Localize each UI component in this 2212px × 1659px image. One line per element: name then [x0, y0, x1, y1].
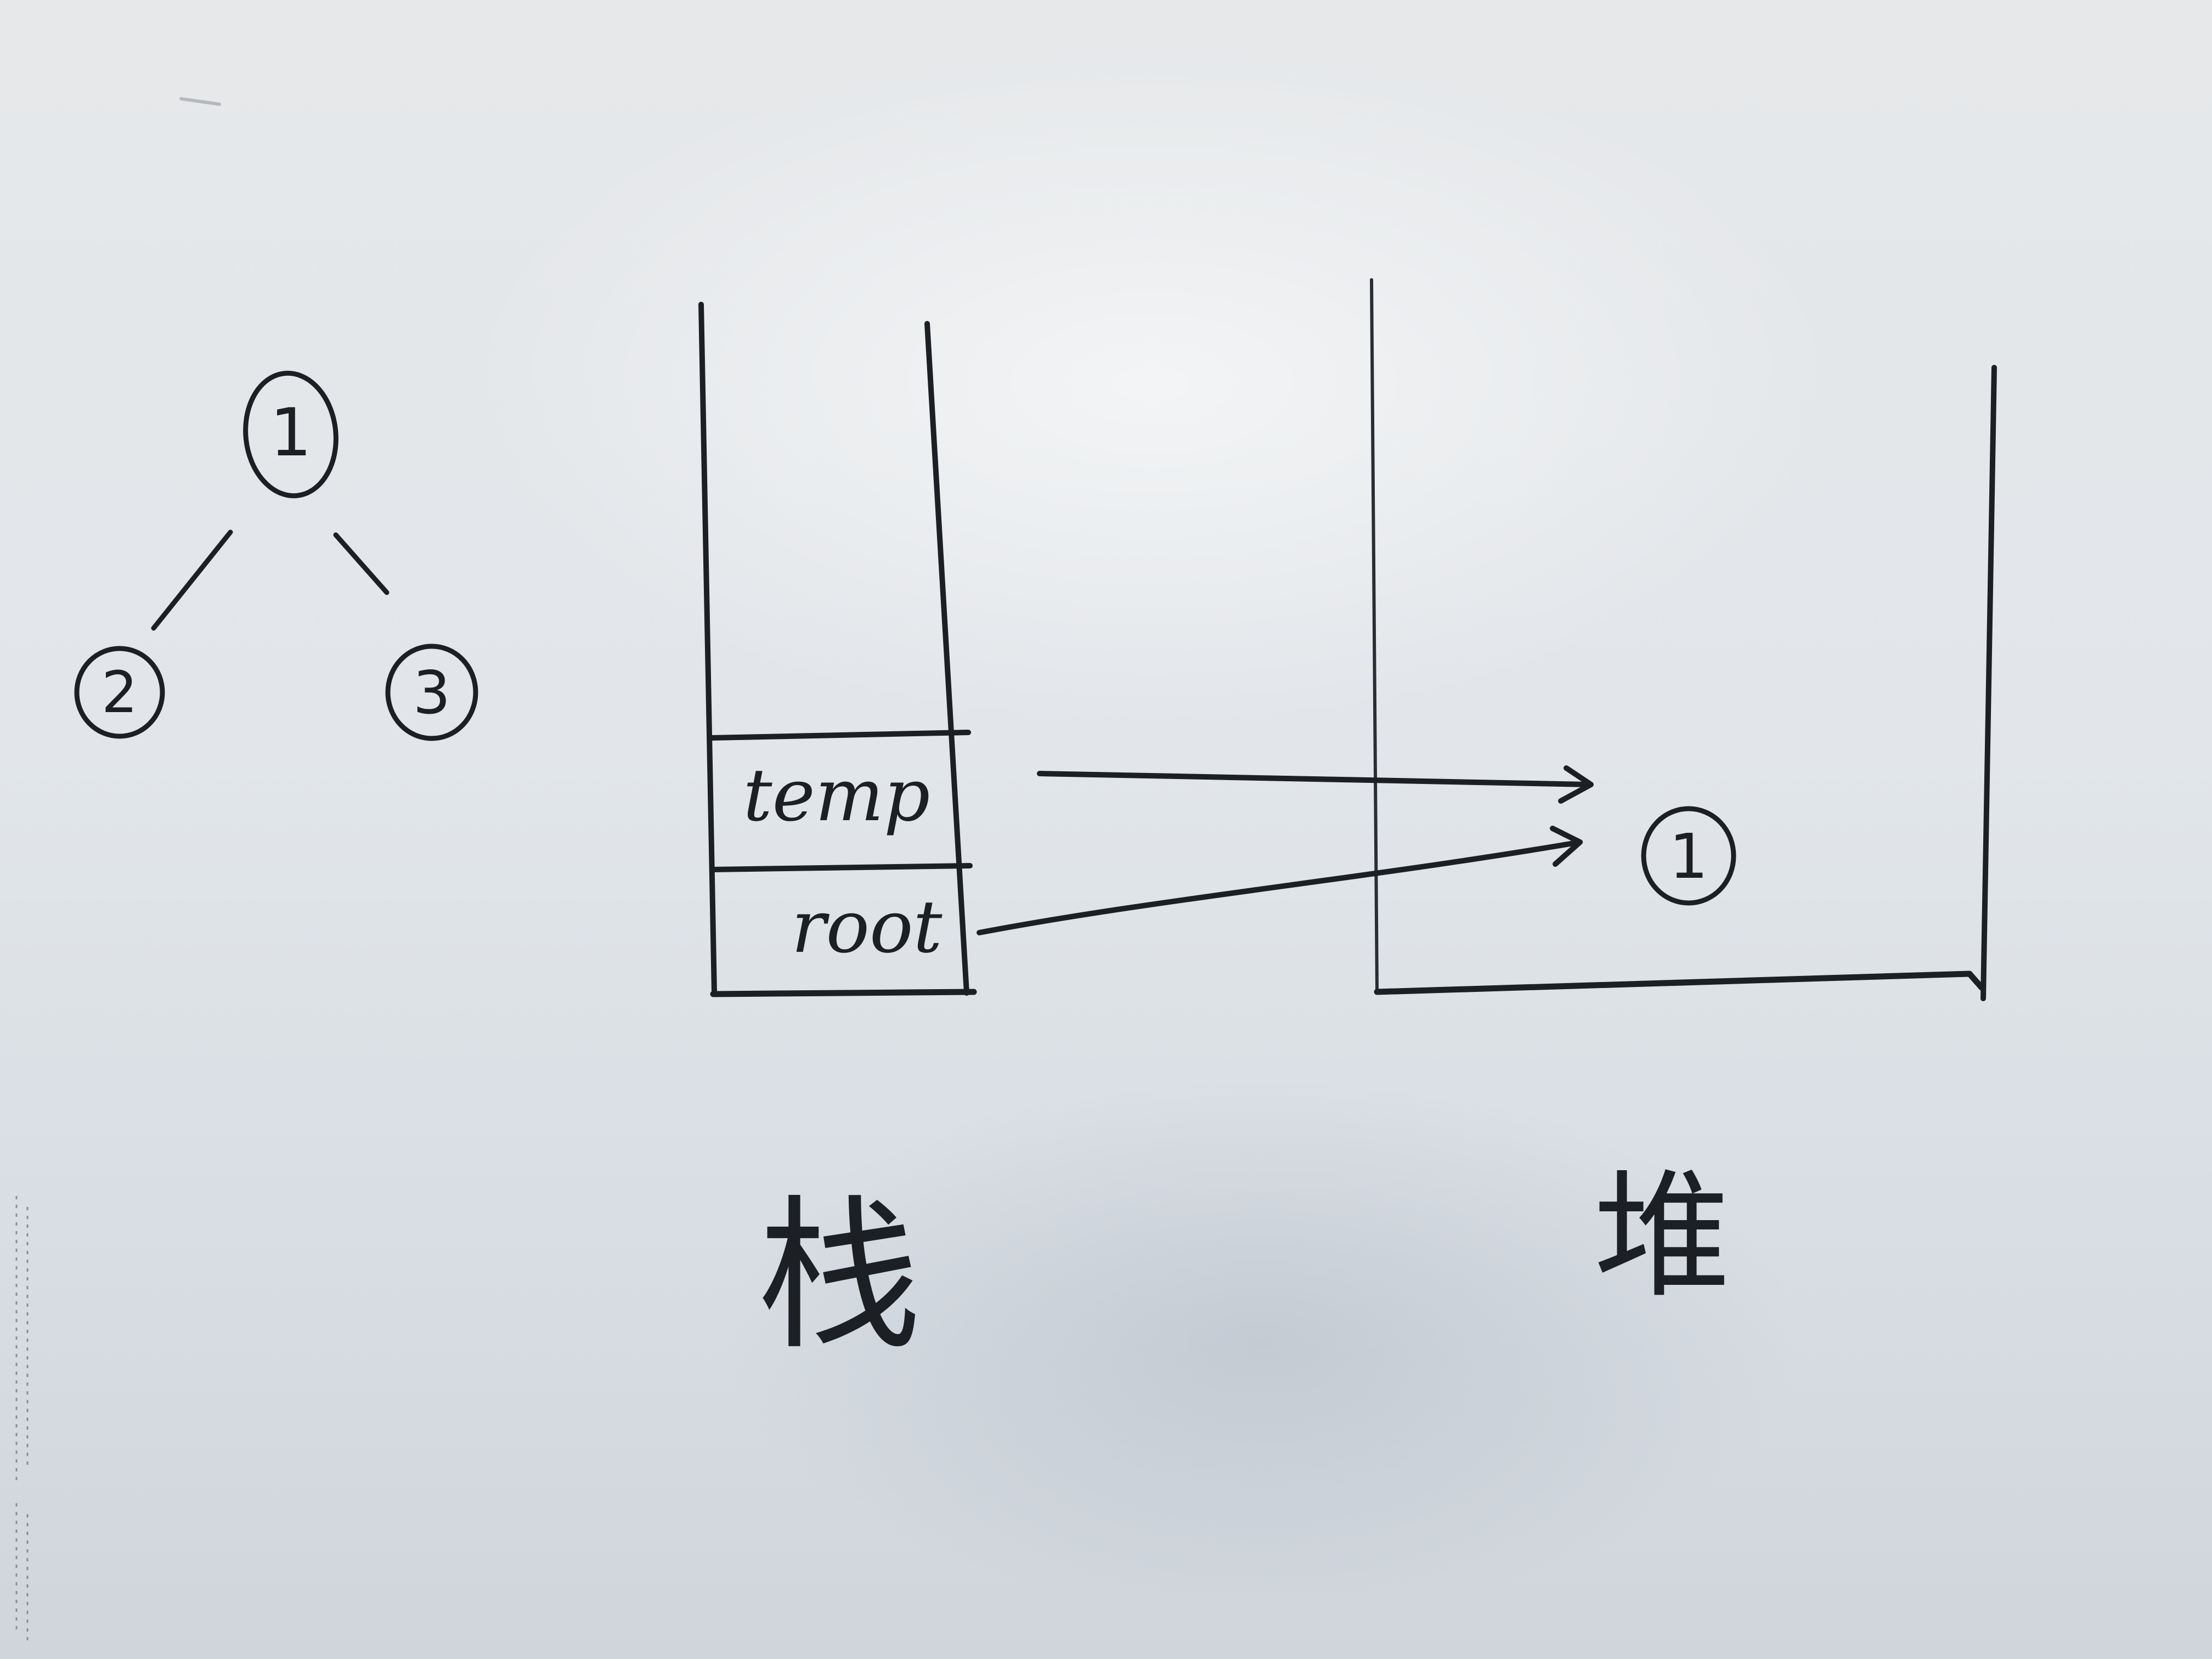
tree-node-root: 1	[243, 370, 338, 499]
tree-edge-left	[151, 529, 233, 631]
paper-smudge	[179, 97, 221, 106]
stack-diagram: temp root 栈	[698, 302, 977, 1372]
arrow-head-icon	[1550, 826, 1583, 867]
heap-node: 1	[1641, 806, 1736, 906]
heap-left-wall	[1370, 278, 1379, 992]
arrow-temp-to-node	[1037, 765, 1594, 804]
heap-caption: 堆	[1594, 1156, 1731, 1316]
tree-node-right-label: 3	[413, 659, 451, 727]
heap-bottom	[1374, 970, 1985, 995]
stack-frame-root-label: root	[791, 885, 943, 969]
arrow-root-to-node	[977, 826, 1583, 935]
tree-node-right: 3	[385, 644, 478, 741]
heap-right-wall	[1980, 365, 1997, 1001]
stack-caption: 栈	[757, 1181, 922, 1372]
heap-node-label: 1	[1669, 821, 1708, 893]
tree-node-root-label: 1	[270, 395, 312, 471]
binary-tree: 1 2 3	[74, 370, 478, 741]
stack-right-wall	[924, 321, 969, 996]
tree-edge-right	[333, 532, 390, 595]
arrow-head-icon	[1558, 765, 1594, 804]
tree-node-left: 2	[74, 646, 165, 739]
stack-frame-temp-label: temp	[743, 753, 930, 838]
stack-frame-top-line	[708, 730, 971, 741]
stack-left-wall	[698, 302, 717, 996]
stack-frame-divider	[710, 863, 973, 872]
perforation-edge	[15, 1196, 29, 1646]
heap-diagram: 1 堆	[1370, 278, 1997, 1316]
stack-bottom	[710, 989, 977, 997]
tree-node-left-label: 2	[101, 659, 138, 726]
